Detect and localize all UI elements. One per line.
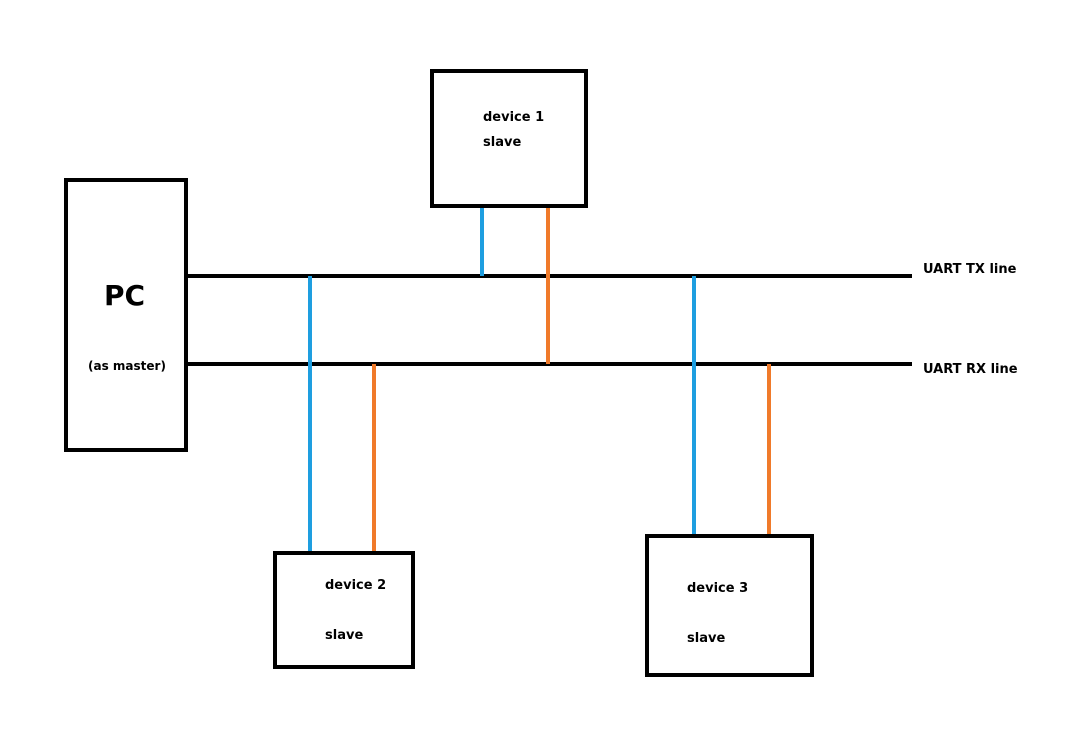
- pc-subtitle: (as master): [88, 359, 166, 373]
- uart-tx-label: UART TX line: [923, 262, 1017, 277]
- device-2-role: slave: [325, 628, 364, 643]
- device-3-name: device 3: [687, 581, 749, 596]
- device-1-name: device 1: [483, 110, 545, 125]
- device-3-box: device 3 slave: [645, 534, 814, 677]
- pc-title: PC: [104, 279, 146, 312]
- uart-rx-label: UART RX line: [923, 362, 1018, 377]
- device-1-role: slave: [483, 135, 522, 150]
- pc-box: PC (as master): [64, 178, 188, 452]
- device-1-box: device 1 slave: [430, 69, 588, 208]
- device-2-name: device 2: [325, 578, 387, 593]
- device-2-box: device 2 slave: [273, 551, 415, 669]
- device-3-role: slave: [687, 631, 726, 646]
